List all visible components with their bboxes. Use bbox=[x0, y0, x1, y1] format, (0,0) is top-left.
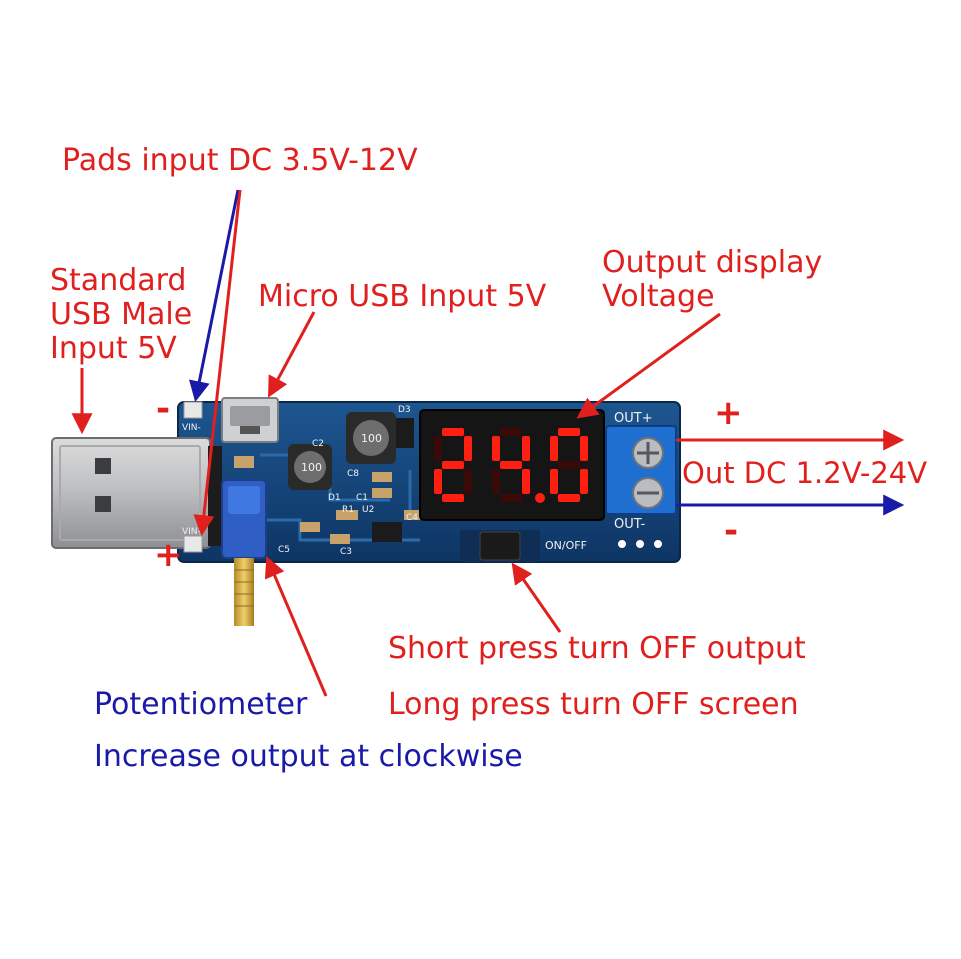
voltage-display bbox=[419, 409, 605, 521]
label-out-dc: Out DC 1.2V-24V bbox=[682, 456, 928, 490]
segment-1-g bbox=[442, 461, 464, 469]
segment-2-f bbox=[492, 436, 500, 461]
label-increase-clockwise: Increase output at clockwise bbox=[94, 739, 523, 774]
regulator-u2 bbox=[372, 522, 402, 542]
inductor-small-code: 100 bbox=[301, 461, 322, 474]
arrow-micro-usb bbox=[268, 311, 316, 398]
silk-c2: C2 bbox=[312, 439, 324, 449]
annotation-arrows bbox=[71, 189, 905, 697]
vin-plus-pad bbox=[183, 535, 203, 553]
segment-2-e bbox=[492, 469, 500, 494]
segment-3-c bbox=[580, 469, 588, 494]
micro-usb-port bbox=[221, 397, 279, 443]
label-output-display-line1: Output display bbox=[602, 245, 823, 280]
label-usb-male-line3: Input 5V bbox=[50, 331, 177, 366]
segment-3-b bbox=[580, 436, 588, 461]
potentiometer[interactable] bbox=[221, 479, 267, 626]
segment-3-a bbox=[558, 428, 580, 436]
silk-d3: D3 bbox=[398, 405, 411, 415]
arrow-output-display bbox=[576, 312, 721, 419]
potentiometer-shaft bbox=[234, 558, 254, 626]
diode-d3 bbox=[396, 418, 414, 448]
label-output-display-line2: Voltage bbox=[602, 279, 715, 314]
silk-out-plus: OUT+ bbox=[614, 411, 653, 426]
display-digits bbox=[434, 428, 588, 503]
silk-c5: C5 bbox=[278, 545, 290, 555]
segment-1-b bbox=[464, 436, 472, 461]
label-long-press: Long press turn OFF screen bbox=[388, 687, 799, 722]
label-usb-male-line1: Standard bbox=[50, 263, 187, 298]
segment-3-d bbox=[558, 494, 580, 502]
silk-c8: C8 bbox=[347, 469, 359, 479]
usb-male-connector bbox=[51, 437, 222, 549]
segment-3-g bbox=[558, 461, 580, 469]
segment-2-b bbox=[522, 436, 530, 461]
label-pads-input: Pads input DC 3.5V-12V bbox=[62, 143, 418, 178]
silk-r1: R1 bbox=[342, 505, 354, 515]
label-short-press: Short press turn OFF output bbox=[388, 631, 806, 666]
usb-hole-bottom bbox=[95, 496, 111, 512]
silk-c4: C4 bbox=[406, 513, 418, 523]
segment-2-c bbox=[522, 469, 530, 494]
segment-1-d bbox=[442, 494, 464, 502]
silk-c1: C1 bbox=[356, 493, 368, 503]
segment-2-a bbox=[500, 428, 522, 436]
label-plus-output: + bbox=[714, 393, 743, 433]
inductor-small: 100 bbox=[288, 444, 332, 490]
usb-hole-top bbox=[95, 458, 111, 474]
silk-vin-minus: VIN- bbox=[182, 423, 201, 433]
inductor-large-code: 100 bbox=[361, 432, 382, 445]
arrow-pads-vin-plus bbox=[193, 189, 242, 537]
silk-d1: D1 bbox=[328, 493, 341, 503]
label-potentiometer: Potentiometer bbox=[94, 687, 308, 722]
arrow-potentiometer bbox=[264, 556, 328, 697]
segment-3-f bbox=[550, 436, 558, 461]
segment-2-g bbox=[500, 461, 522, 469]
label-plus-input: + bbox=[154, 535, 183, 575]
segment-1-f bbox=[434, 436, 442, 461]
segment-1-c bbox=[464, 469, 472, 494]
silk-u2: U2 bbox=[362, 505, 374, 515]
segment-3-e bbox=[550, 469, 558, 494]
vin-minus-pad bbox=[183, 401, 203, 419]
inductor-large: 100 bbox=[346, 412, 396, 464]
silk-c3: C3 bbox=[340, 547, 352, 557]
arrow-button bbox=[511, 562, 562, 633]
decimal-point bbox=[535, 493, 545, 503]
label-micro-usb: Micro USB Input 5V bbox=[258, 279, 547, 314]
label-usb-male-line2: USB Male bbox=[50, 297, 193, 332]
silk-out-minus: OUT- bbox=[614, 517, 645, 532]
silk-on-off: ON/OFF bbox=[545, 539, 587, 552]
smd-components bbox=[234, 418, 420, 544]
segment-1-e bbox=[434, 469, 442, 494]
output-terminal: OUT+ OUT- bbox=[605, 411, 677, 548]
segment-1-a bbox=[442, 428, 464, 436]
silkscreen-labels: C2 D3 C8 C1 D1 R1 U2 C4 C5 C3 bbox=[278, 405, 418, 557]
label-minus-output: - bbox=[724, 511, 739, 551]
label-minus-input: - bbox=[156, 389, 171, 429]
on-off-button[interactable]: ON/OFF bbox=[460, 530, 587, 562]
arrow-pads-vin-minus bbox=[189, 189, 240, 403]
segment-2-d bbox=[500, 494, 522, 502]
